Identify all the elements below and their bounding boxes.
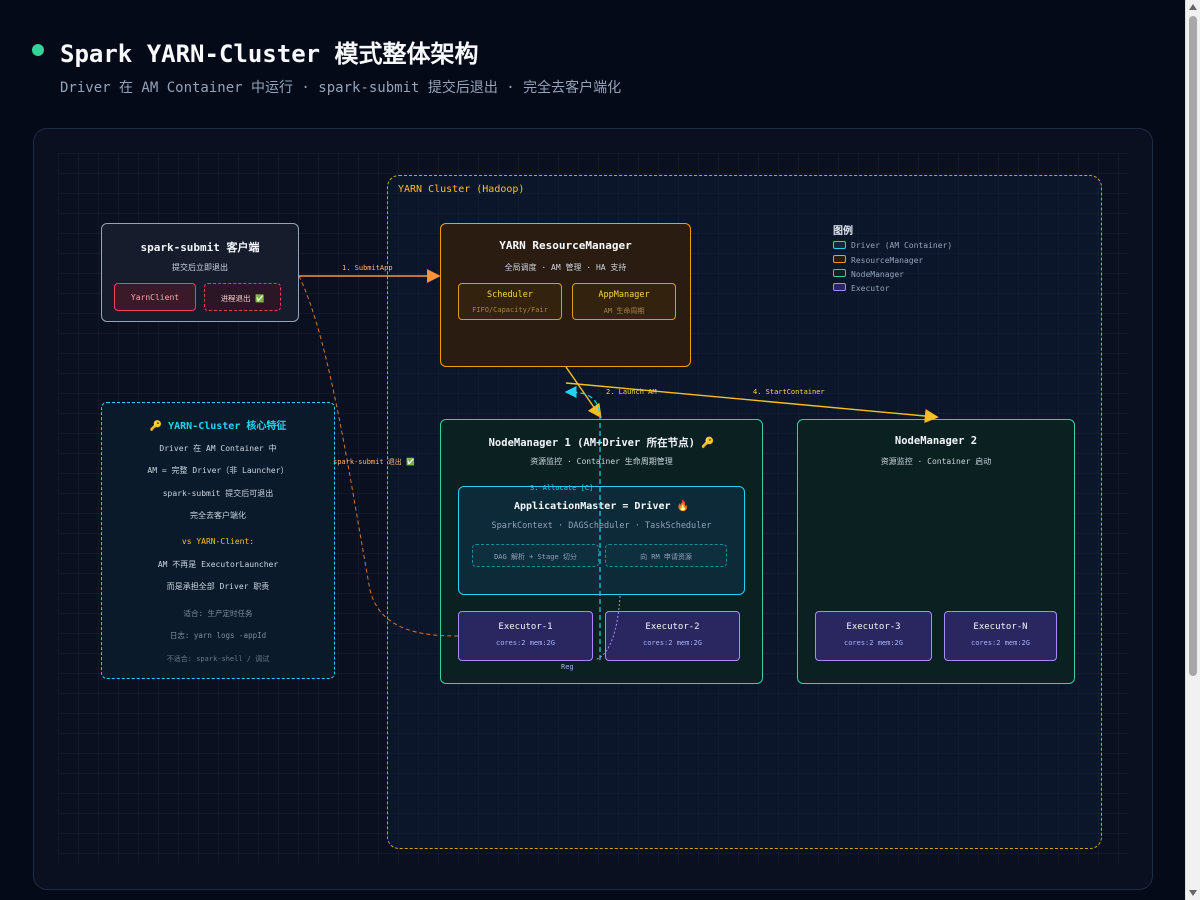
yarnclient-label: YarnClient xyxy=(130,293,180,302)
executor-2-box[interactable] xyxy=(605,611,740,661)
executor-1-box[interactable] xyxy=(458,611,593,661)
yarnclient-box[interactable] xyxy=(114,283,196,311)
page-subtitle: Driver 在 AM Container 中运行 · spark-submit… xyxy=(60,80,622,96)
legend-swatch-executor xyxy=(833,283,846,291)
launch-am-label: 2. Launch AM xyxy=(606,388,657,396)
nm2-title: NodeManager 2 xyxy=(894,435,978,447)
feature-vs-title: vs YARN-Client: xyxy=(181,537,255,546)
submit-app-label: 1. SubmitApp xyxy=(342,264,393,272)
am-subtitle: SparkContext · DAGScheduler · TaskSchedu… xyxy=(491,521,712,531)
rm-subtitle: 全局调度 · AM 管理 · HA 支持 xyxy=(504,263,627,272)
dag-parse-label: DAG 解析 + Stage 切分 xyxy=(494,553,577,561)
legend-swatch-nm xyxy=(833,269,846,277)
executor-3-spec: cores:2 mem:2G xyxy=(843,639,903,647)
feature-note-2: 日志: yarn logs -appId xyxy=(169,631,267,640)
page-title: Spark YARN-Cluster 模式整体架构 xyxy=(60,40,479,68)
legend-label-executor: Executor xyxy=(851,284,890,293)
scrollbar-thumb[interactable] xyxy=(1189,16,1197,676)
legend-swatch-driver xyxy=(833,241,846,249)
features-title: 🔑 YARN-Cluster 核心特征 xyxy=(149,421,287,432)
executor-1-name: Executor-1 xyxy=(498,622,553,632)
client-title: spark-submit 客户端 xyxy=(140,241,260,254)
executor-n-spec: cores:2 mem:2G xyxy=(970,639,1030,647)
client-exit-note: spark-submit 退出 ✅ xyxy=(333,458,415,466)
core-features-box xyxy=(101,402,335,679)
executor-2-name: Executor-2 xyxy=(645,622,700,632)
legend-title: 图例 xyxy=(833,226,853,237)
legend-label-driver: Driver (AM Container) xyxy=(851,241,953,250)
am-title: ApplicationMaster = Driver 🔥 xyxy=(513,501,689,512)
request-resources-box xyxy=(605,544,727,567)
yarn-cluster-label: YARN Cluster (Hadoop) xyxy=(398,184,525,195)
feature-note-1: 适合: 生产定时任务 xyxy=(183,609,253,618)
feature-line-1: Driver 在 AM Container 中 xyxy=(159,444,277,453)
legend-label-rm: ResourceManager xyxy=(851,256,924,265)
legend-label-nm: NodeManager xyxy=(851,270,904,279)
feature-line-2: AM = 完整 Driver（非 Launcher） xyxy=(147,466,289,475)
nm2-subtitle: 资源监控 · Container 启动 xyxy=(880,457,992,466)
client-subtitle: 提交后立即退出 xyxy=(172,263,228,272)
feature-line-4: 完全去客户端化 xyxy=(190,511,246,520)
executor-1-spec: cores:2 mem:2G xyxy=(495,639,555,647)
process-exit-label: 进程退出 ✅ xyxy=(220,294,265,303)
executor-3-box[interactable] xyxy=(815,611,932,661)
rm-title: YARN ResourceManager xyxy=(499,239,632,252)
feature-vs-line-1: AM 不再是 ExecutorLauncher xyxy=(157,560,279,569)
executor-n-name: Executor-N xyxy=(973,622,1028,632)
scroll-up-icon[interactable] xyxy=(1189,4,1197,10)
scheduler-title: Scheduler xyxy=(486,290,534,300)
appmanager-title: AppManager xyxy=(598,290,650,300)
start-container-label: 4. StartContainer xyxy=(753,388,825,396)
executor-n-box[interactable] xyxy=(944,611,1057,661)
scheduler-box[interactable] xyxy=(458,283,562,320)
appmanager-box[interactable] xyxy=(572,283,676,320)
nm1-title: NodeManager 1 (AM+Driver 所在节点) 🔑 xyxy=(488,437,715,449)
feature-note-3: 不适合: spark-shell / 调试 xyxy=(166,655,270,663)
executor-3-name: Executor-3 xyxy=(846,622,901,632)
allocate-label: 3. Allocate [C] xyxy=(530,484,594,492)
feature-line-3: spark-submit 提交后可退出 xyxy=(162,489,274,498)
request-resources-label: 向 RM 申请资源 xyxy=(640,553,692,561)
title-status-dot xyxy=(32,44,44,56)
reg-label: Reg xyxy=(561,663,574,671)
nm1-subtitle: 资源监控 · Container 生命周期管理 xyxy=(530,457,673,466)
vertical-scrollbar[interactable] xyxy=(1185,0,1200,900)
feature-vs-line-2: 而是承担全部 Driver 职责 xyxy=(166,582,270,591)
applicationmaster-driver-box[interactable] xyxy=(458,486,745,595)
scheduler-subtitle: FIFO/Capacity/Fair xyxy=(472,306,548,314)
executor-2-spec: cores:2 mem:2G xyxy=(642,639,702,647)
scroll-down-icon[interactable] xyxy=(1189,890,1197,896)
legend-swatch-rm xyxy=(833,255,846,263)
process-exit-box[interactable] xyxy=(204,283,281,311)
appmanager-subtitle: AM 生命周期 xyxy=(603,307,645,315)
